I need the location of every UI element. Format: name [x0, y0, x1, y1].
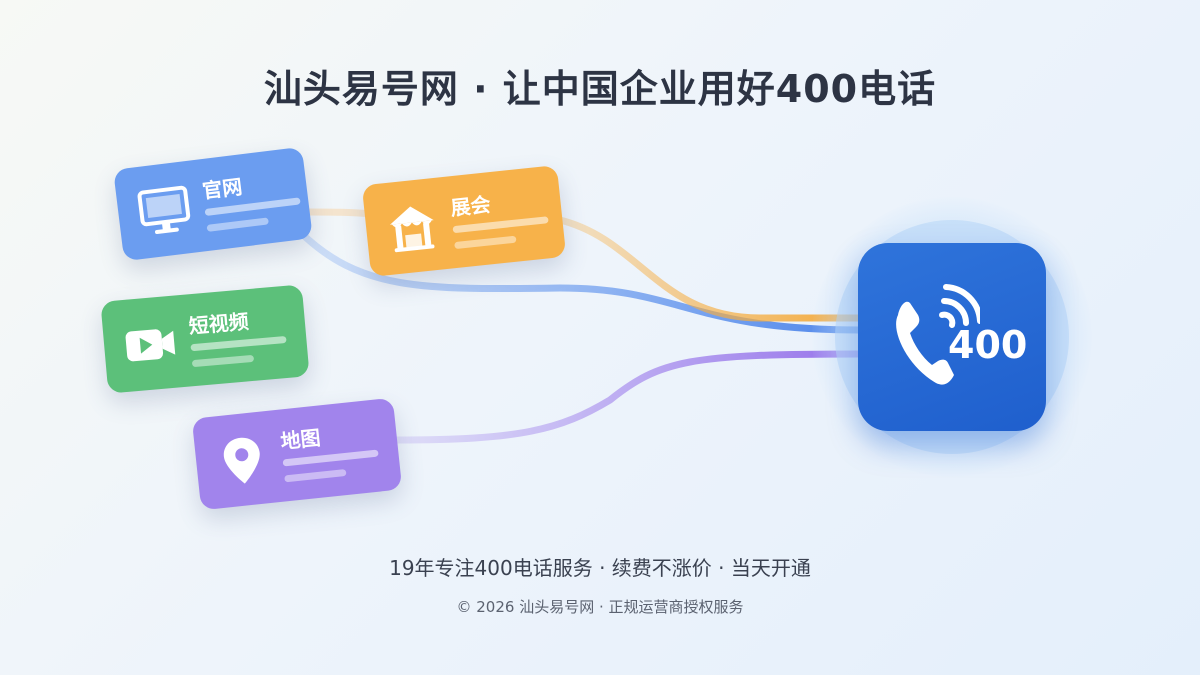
- placeholder-bar: [191, 354, 255, 368]
- source-card-map: 地图: [191, 397, 403, 511]
- source-card-video: 短视频: [100, 284, 310, 394]
- placeholder-bar: [206, 217, 269, 232]
- source-label-map: 地图: [279, 425, 322, 454]
- video-camera-icon: [125, 329, 176, 362]
- copyright-footer: © 2026 汕头易号网 · 正规运营商授权服务: [456, 598, 744, 616]
- placeholder-bar: [284, 468, 347, 483]
- page-title: 汕头易号网 · 让中国企业用好400电话: [263, 67, 937, 111]
- source-card-website: 官网: [113, 146, 313, 262]
- source-card-expo: 展会: [361, 165, 567, 277]
- placeholder-bar: [190, 335, 287, 352]
- map-pin-icon: [223, 437, 260, 484]
- phone-signal-icon: [896, 284, 980, 385]
- source-label-expo: 展会: [449, 192, 492, 221]
- placeholder-bar: [454, 235, 517, 250]
- phone-400-tile: 400: [858, 243, 1046, 431]
- tent-icon: [389, 206, 435, 253]
- tagline: 19年专注400电话服务 · 续费不涨价 · 当天开通: [389, 556, 811, 580]
- flow-line-map: [392, 350, 864, 444]
- flow-line-website-expo: [304, 208, 376, 218]
- flow-line-expo: [556, 216, 864, 322]
- phone-number-text: 400: [948, 323, 1028, 367]
- monitor-icon: [137, 185, 191, 235]
- flow-line-website: [296, 228, 864, 334]
- source-label-video: 短视频: [187, 309, 250, 339]
- source-label-website: 官网: [200, 174, 244, 204]
